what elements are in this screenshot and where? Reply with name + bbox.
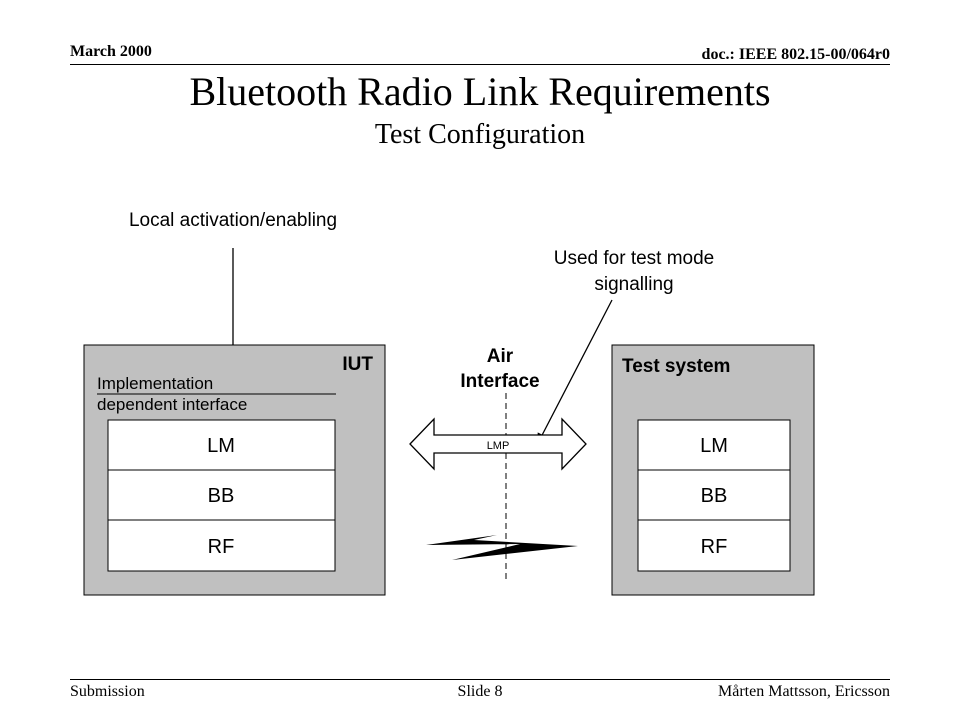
header-rule (70, 64, 890, 65)
iut-layer-bb-label: BB (208, 485, 235, 507)
annotation-local-activation: Local activation/enabling (129, 210, 337, 231)
test-layer-rf-label: RF (701, 536, 728, 558)
footer-rule (70, 679, 890, 680)
test-layer-lm-label: LM (700, 435, 728, 457)
air-interface-line2: Interface (460, 371, 539, 392)
iut-layer-rf-label: RF (208, 536, 235, 558)
impl-interface-line1: Implementation (97, 374, 213, 393)
slide-title: Bluetooth Radio Link Requirements (189, 69, 771, 114)
header-date: March 2000 (70, 43, 152, 60)
radio-link-bolt-icon (426, 535, 578, 560)
air-interface-line1: Air (487, 346, 514, 367)
footer-submission: Submission (70, 683, 145, 700)
lmp-double-arrow (409, 417, 587, 471)
test-layer-bb (637, 469, 791, 521)
test-layer-lm (637, 419, 791, 471)
annotation-signalling-line1: Used for test mode (554, 248, 715, 269)
test-layer-bb-label: BB (701, 485, 728, 507)
lmp-label: LMP (487, 440, 510, 452)
iut-label: IUT (342, 354, 373, 375)
header-doc-id: doc.: IEEE 802.15-00/064r0 (701, 46, 890, 63)
impl-interface-line2: dependent interface (97, 395, 247, 414)
signalling-arrow (537, 299, 613, 444)
iut-layer-lm-label: LM (207, 435, 235, 457)
iut-layer-rf (107, 519, 336, 572)
test-system-label: Test system (622, 356, 730, 377)
footer-slide-number: Slide 8 (457, 683, 503, 700)
test-layer-rf (637, 519, 791, 572)
annotation-signalling-line2: signalling (594, 274, 673, 295)
footer-author: Mårten Mattsson, Ericsson (718, 683, 890, 700)
slide-subtitle: Test Configuration (374, 119, 586, 150)
